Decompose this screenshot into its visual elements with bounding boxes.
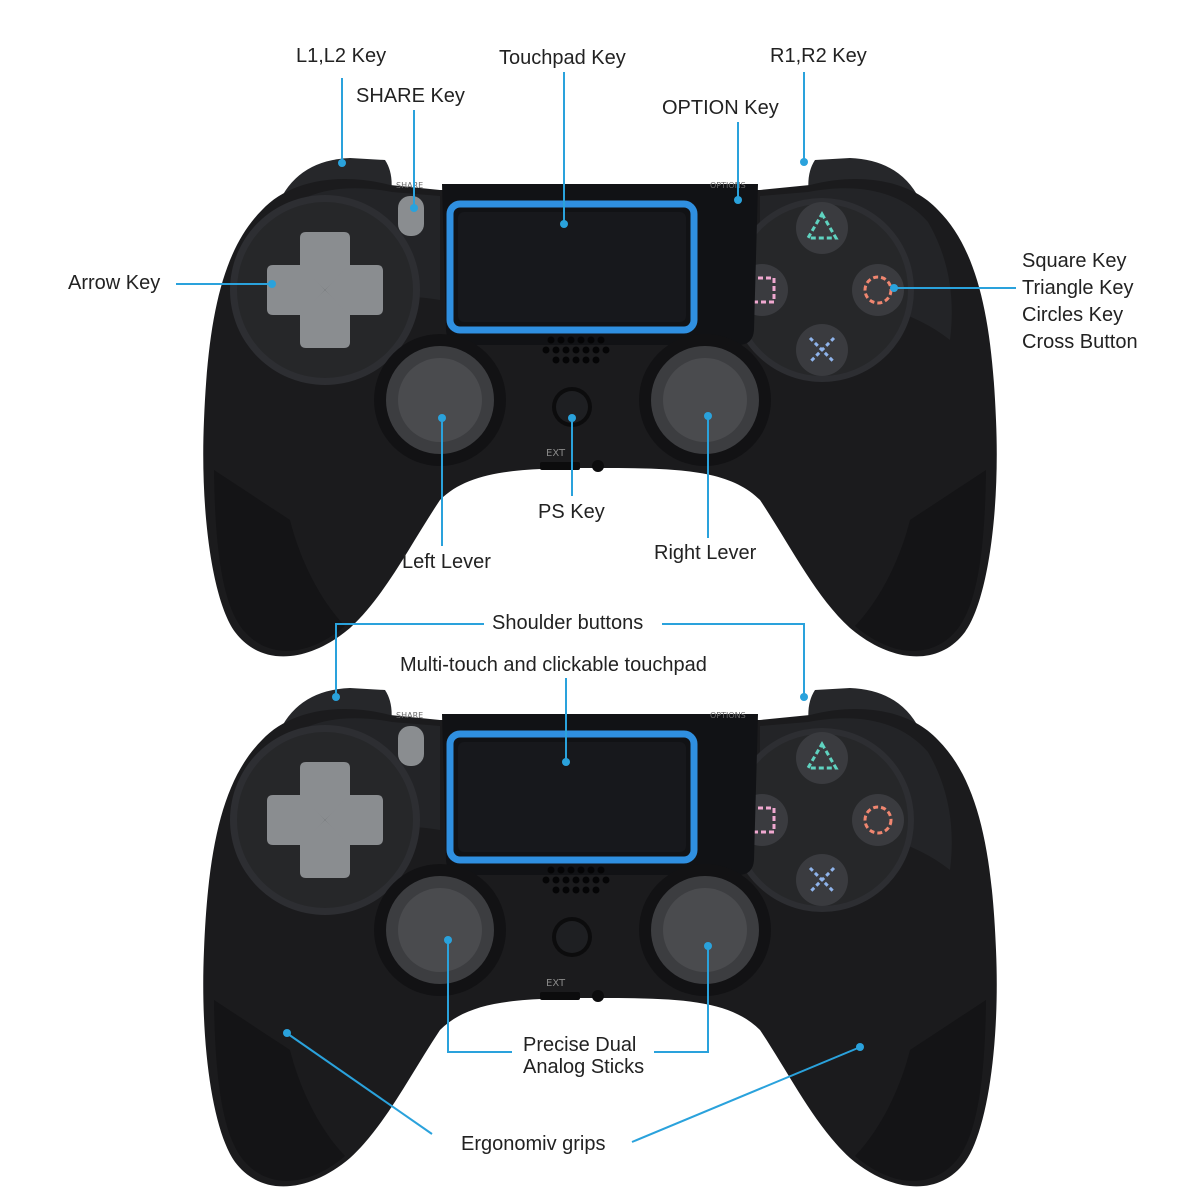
left-lever-label: Left Lever [402, 551, 491, 573]
right-lever-label: Right Lever [654, 542, 757, 564]
square-key-label: Square Key [1022, 250, 1127, 272]
ext-panel-text: EXT [546, 448, 566, 459]
share-panel-text-bottom: SHARE [396, 711, 423, 720]
r1-r2-key-label: R1,R2 Key [770, 45, 867, 67]
circles-key-label: Circles Key [1022, 304, 1124, 326]
triangle-key-label: Triangle Key [1022, 277, 1134, 299]
analog-sticks-label-line1: Precise Dual [523, 1034, 637, 1056]
l1-l2-key-label: L1,L2 Key [296, 45, 387, 67]
touchpad-key-label: Touchpad Key [499, 47, 626, 69]
controller-bottom [203, 688, 997, 1186]
share-key-label: SHARE Key [356, 85, 465, 107]
ps-key-label: PS Key [538, 501, 605, 523]
options-panel-text-bottom: OPTIONS [710, 711, 746, 720]
face-buttons-labels: Square Key Triangle Key Circles Key Cros… [1022, 248, 1138, 356]
share-panel-text: SHARE [396, 181, 423, 190]
cross-button-label: Cross Button [1022, 331, 1138, 353]
leader-lines-top [176, 72, 1016, 546]
options-panel-text: OPTIONS [710, 181, 746, 190]
shoulder-buttons-label: Shoulder buttons [492, 612, 644, 634]
analog-sticks-label: Precise Dual Analog Sticks [523, 1034, 644, 1078]
analog-sticks-label-line2: Analog Sticks [523, 1056, 645, 1078]
ext-panel-text-bottom: EXT [546, 978, 566, 989]
arrow-key-label: Arrow Key [68, 272, 161, 294]
controller-top [203, 158, 997, 656]
ergonomic-grips-label: Ergonomiv grips [461, 1133, 606, 1155]
touchpad-feature-label: Multi-touch and clickable touchpad [400, 654, 707, 676]
leader-dots-bottom [283, 693, 864, 1051]
option-key-label: OPTION Key [662, 97, 779, 119]
leader-lines-bottom [287, 623, 859, 1143]
